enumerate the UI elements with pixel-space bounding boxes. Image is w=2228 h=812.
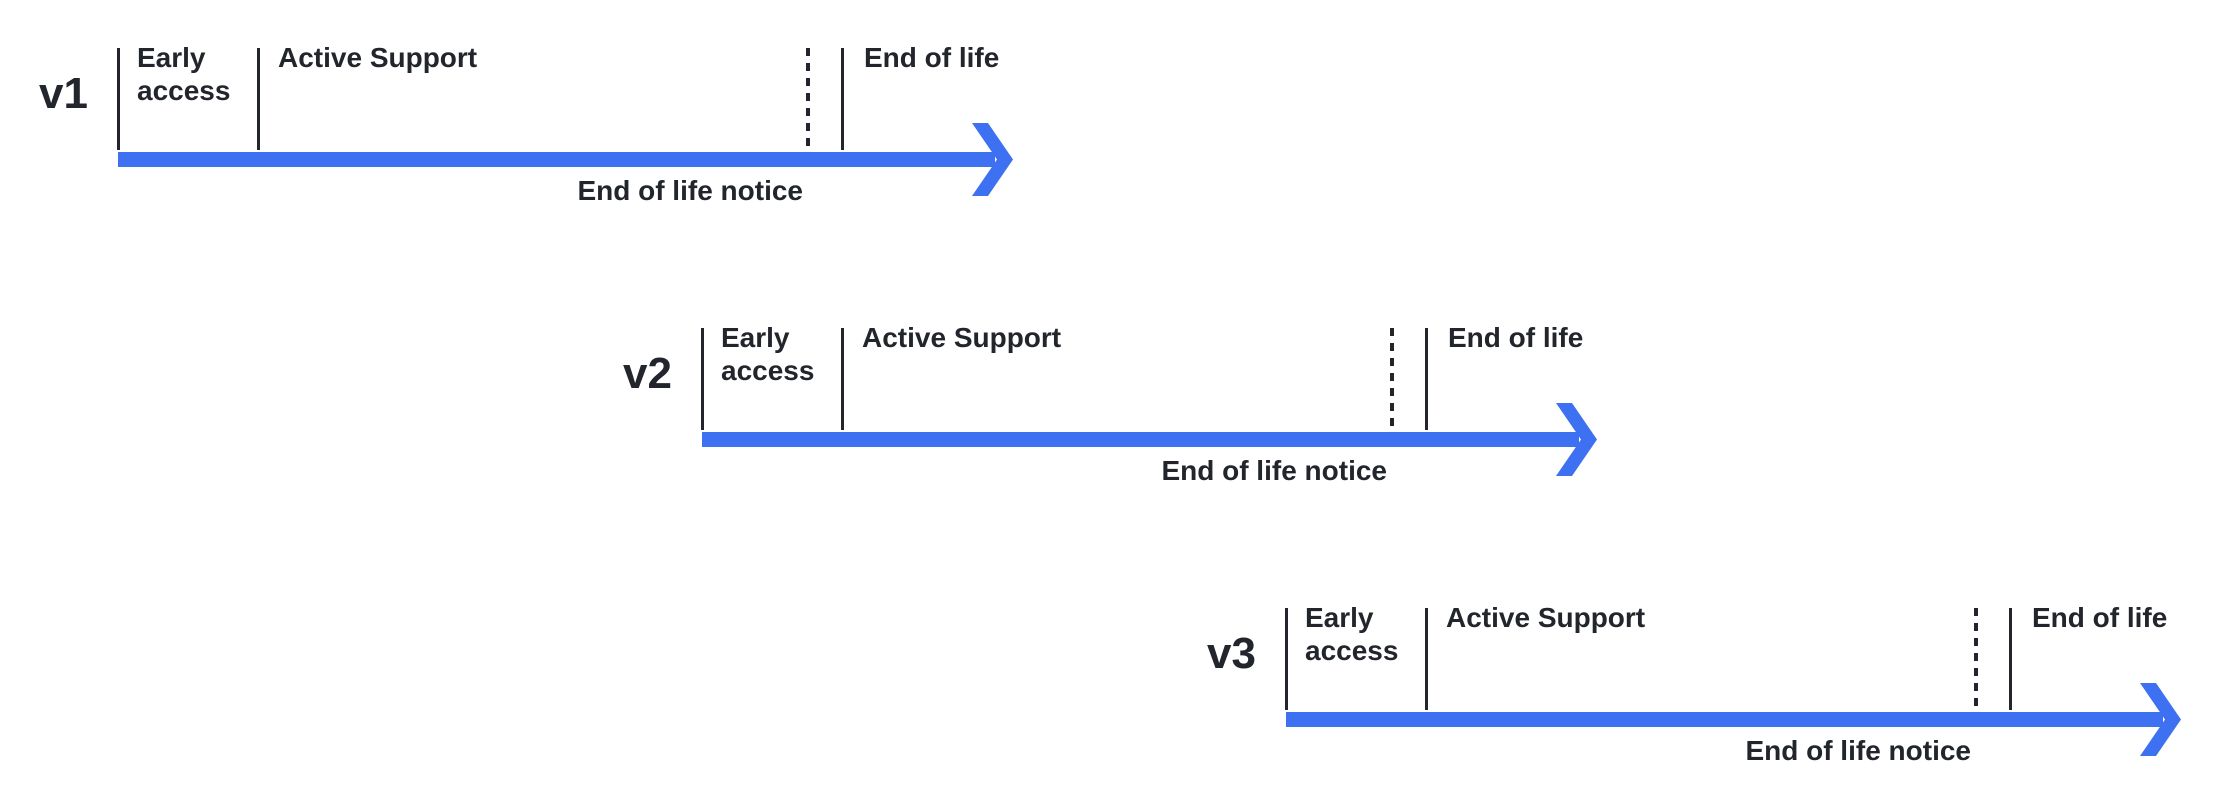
arrow-head-icon	[1556, 403, 1597, 476]
end-of-life-notice-tick	[1974, 608, 1978, 710]
early-access-start-tick	[701, 328, 704, 430]
end-of-life-notice-label: End of life notice	[1161, 455, 1387, 486]
end-of-life-tick	[1425, 328, 1428, 430]
end-of-life-notice-tick	[1390, 328, 1394, 430]
version-label-v3: v3	[1207, 629, 1256, 678]
end-of-life-tick	[2009, 608, 2012, 710]
version-label-v2: v2	[623, 349, 672, 398]
early-access-start-tick	[1285, 608, 1288, 710]
early-access-label: Early access	[1305, 602, 1399, 666]
arrow-head-icon	[2140, 683, 2181, 756]
active-support-start-tick	[257, 48, 260, 150]
active-support-label: Active Support	[862, 322, 1062, 353]
version-label-v1: v1	[39, 69, 88, 118]
end-of-life-label: End of life	[864, 42, 1000, 73]
end-of-life-tick	[841, 48, 844, 150]
early-access-label: Early access	[721, 322, 815, 386]
timeline-arrow-shaft	[702, 432, 1579, 447]
early-access-label: Early access	[137, 42, 231, 106]
end-of-life-label: End of life	[1448, 322, 1584, 353]
timeline-v3: v3 Early access Active Support End of li…	[1207, 602, 2196, 812]
active-support-start-tick	[841, 328, 844, 430]
active-support-start-tick	[1425, 608, 1428, 710]
timeline-v1: v1 Early access Active Support End of li…	[39, 42, 1028, 258]
timeline-arrow-shaft	[1286, 712, 2163, 727]
end-of-life-notice-label: End of life notice	[1745, 735, 1971, 766]
end-of-life-label: End of life	[2032, 602, 2168, 633]
end-of-life-notice-tick	[806, 48, 810, 150]
early-access-start-tick	[117, 48, 120, 150]
active-support-label: Active Support	[1446, 602, 1646, 633]
end-of-life-notice-label: End of life notice	[577, 175, 803, 206]
timeline-v2: v2 Early access Active Support End of li…	[623, 322, 1612, 538]
active-support-label: Active Support	[278, 42, 478, 73]
arrow-head-icon	[972, 123, 1013, 196]
timeline-arrow-shaft	[118, 152, 995, 167]
